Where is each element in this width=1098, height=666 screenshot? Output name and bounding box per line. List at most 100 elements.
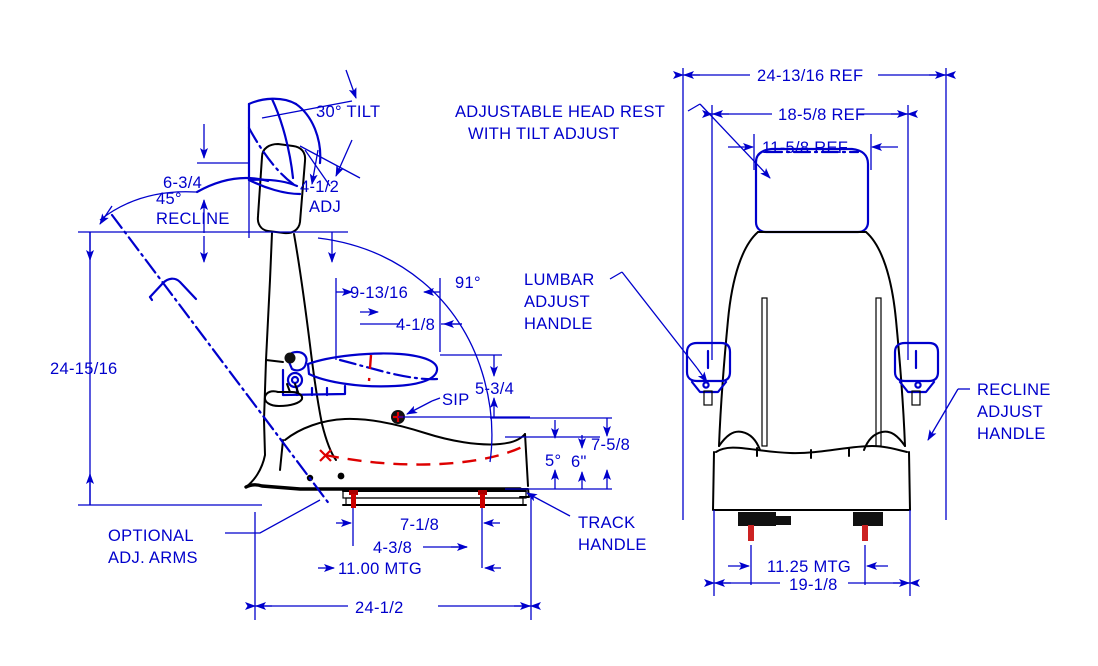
back-angle-label: 91°	[455, 274, 481, 292]
armrest-pivot-boss	[286, 371, 304, 389]
headrest-adj-label2: ADJ	[309, 198, 341, 216]
front-cushion-notch-right	[863, 430, 906, 451]
slide-rail-upper	[342, 490, 527, 499]
front-back-left	[718, 231, 759, 447]
recline-45-ghost-line	[110, 213, 332, 507]
adj-arrow-down1	[335, 139, 353, 177]
front-right-handle-pivot	[914, 381, 922, 389]
headrest-centerline	[247, 126, 298, 188]
front-left-handle-lever	[703, 390, 713, 406]
headrest-low-arc	[195, 176, 270, 194]
cushion-front-edge	[279, 439, 284, 471]
callout-notes: ADJUSTABLE HEAD REST WITH TILT ADJUST LU…	[455, 103, 1051, 443]
side-view-dimensions: 30° TILT 4-1/2 ADJ 6-3/4 45° RECLINE	[50, 69, 647, 620]
front-cushion-stitching	[756, 447, 850, 459]
cushion-profile-start-x	[319, 449, 332, 462]
armrest-red-marker	[367, 354, 373, 382]
slide-rail-lower	[345, 497, 524, 506]
cushion-profile-dashed	[324, 445, 523, 466]
front-seam-right	[875, 297, 882, 447]
track-stud-left	[351, 494, 356, 508]
track-stud-left-head	[349, 490, 358, 495]
track-travel-label: 6"	[571, 453, 587, 471]
front-mount-left-arm	[769, 516, 791, 525]
headrest-arc-4	[247, 178, 302, 196]
front-cushion-notch-left	[718, 430, 761, 451]
headrest-adj-label: 4-1/2	[300, 178, 339, 196]
lumbar-callout-arrow	[696, 367, 708, 383]
recline-callout-line1: RECLINE	[977, 381, 1051, 399]
lumbar-callout-tail	[609, 271, 623, 280]
front-right-handle-lever	[911, 390, 921, 406]
recline-angle-label: 45°	[156, 190, 182, 208]
front-mount-left-stud	[748, 525, 754, 541]
front-mount-right-stud	[862, 525, 868, 541]
armrest-pivot-hole	[290, 375, 300, 385]
headrest-callout-line1: ADJUSTABLE HEAD REST	[455, 103, 665, 121]
lumbar-callout-line3: HANDLE	[524, 315, 593, 333]
adj-arrow-down2	[309, 149, 319, 185]
front-seam-left	[761, 297, 768, 447]
recline-arc	[99, 191, 197, 221]
track-height-label: 7-5/8	[591, 436, 630, 454]
front-view-dimensions: 24-13/16 REF 18-5/8 REF 11-5/8 REF 11.25…	[673, 67, 956, 596]
tilt-angle-label: 30° TILT	[316, 103, 380, 121]
armrest-knob	[284, 352, 296, 364]
armrest-bracket	[281, 368, 347, 397]
seatback-left-edge	[245, 232, 273, 488]
front-base-width-label: 19-1/8	[789, 576, 838, 594]
lumbar-callout-line1: LUMBAR	[524, 271, 595, 289]
front-right-handle-lower	[898, 380, 936, 394]
lumbar-callout-leader	[621, 271, 698, 369]
headrest-callout-line2: WITH TILT ADJUST	[468, 125, 619, 143]
recline-arc-arrow	[99, 205, 113, 225]
front-mount-right-body	[853, 512, 883, 526]
track-handle-arrow	[526, 492, 541, 502]
tilt-dim-line	[261, 100, 353, 119]
recline-lever-stem	[286, 383, 299, 393]
lumbar-callout-line2: ADJUST	[524, 293, 590, 311]
angle-91-arc	[317, 237, 493, 463]
recline-lever-side	[263, 390, 304, 407]
track-handle-label-2: HANDLE	[578, 536, 647, 554]
headrest-callout-leader	[699, 103, 771, 179]
track-stud-right	[480, 494, 485, 508]
optional-arm-ghost-tail	[148, 295, 154, 302]
front-headrest-width-label: 11-5/8 REF	[762, 139, 848, 157]
headrest-outline	[256, 143, 307, 235]
front-overall-width-label: 24-13/16 REF	[757, 67, 863, 85]
recline-label: RECLINE	[156, 210, 230, 228]
optional-arms-label-2: ADJ. ARMS	[108, 549, 198, 567]
track-stud-right-head	[478, 490, 487, 495]
headrest-callout-tail	[687, 103, 701, 112]
track-handle-label-1: TRACK	[578, 514, 635, 532]
mtg-offset-label: 4-3/8	[373, 539, 412, 557]
seat-pan-bottom	[244, 483, 522, 491]
headrest-height-label: 6-3/4	[163, 174, 202, 192]
cushion-height-label: 5-3/4	[475, 380, 514, 398]
mtg-overall-label: 11.00 MTG	[338, 560, 422, 578]
front-cushion-body	[712, 451, 911, 511]
front-back-right	[865, 231, 906, 447]
seat-angle-label: 5°	[545, 452, 561, 470]
headrest-tilt-arc-3	[247, 178, 299, 188]
seatback-right-edge	[293, 233, 337, 461]
tilt-arrow-upper	[345, 69, 357, 99]
front-mount-left-body	[738, 512, 776, 526]
optional-arms-label-1: OPTIONAL	[108, 527, 194, 545]
mtg-front-label: 7-1/8	[400, 516, 439, 534]
pan-fastener-2	[337, 472, 345, 480]
recline-callout-leader	[927, 388, 959, 441]
cushion-depth-label: 9-13/16	[350, 284, 408, 302]
front-headrest-outline	[754, 147, 870, 234]
overall-height-label: 24-15/16	[50, 360, 118, 378]
adj-dim-upper	[299, 145, 361, 179]
side-view-geometry	[110, 97, 530, 508]
seatback-inner-hint	[265, 359, 284, 363]
front-right-handle-housing	[893, 341, 940, 383]
adj-dim-lower	[304, 149, 331, 187]
seat-cushion-right	[524, 433, 529, 487]
front-view-geometry	[685, 147, 940, 541]
